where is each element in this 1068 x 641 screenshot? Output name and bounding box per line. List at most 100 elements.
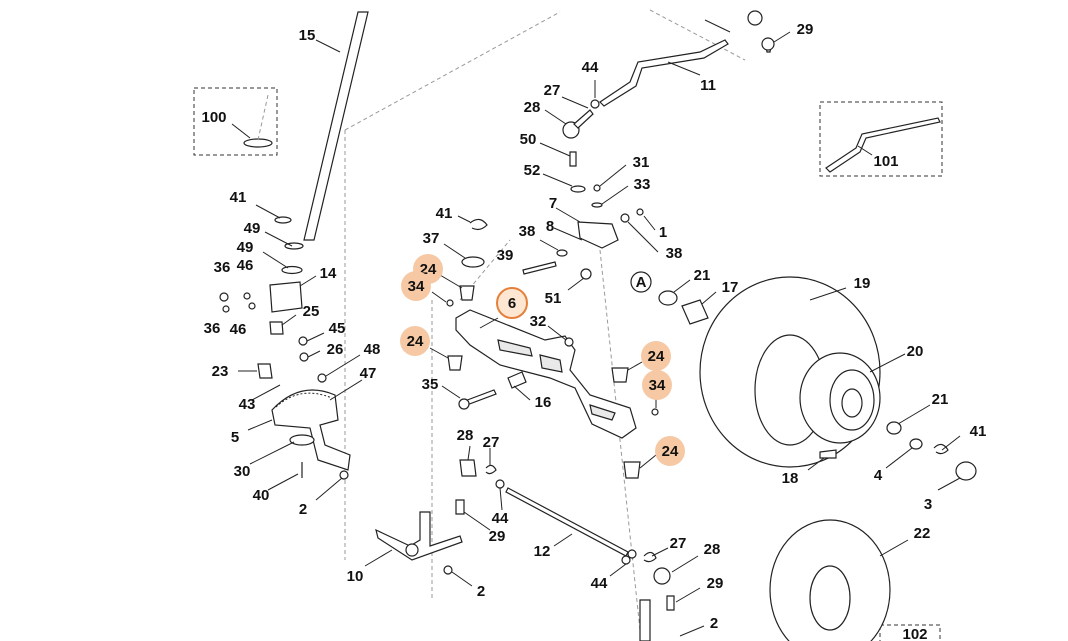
callout-2[interactable]: 2 — [710, 615, 718, 632]
callout-52[interactable]: 52 — [524, 162, 541, 179]
callout-6[interactable]: 6 — [496, 287, 528, 319]
callout-40[interactable]: 40 — [253, 487, 270, 504]
callout-22[interactable]: 22 — [914, 525, 931, 542]
callout-45[interactable]: 45 — [329, 320, 346, 337]
callout-20[interactable]: 20 — [907, 343, 924, 360]
callout-50[interactable]: 50 — [520, 131, 537, 148]
callout-46[interactable]: 46 — [230, 321, 247, 338]
part-100-detail — [231, 94, 273, 148]
callout-18[interactable]: 18 — [782, 470, 799, 487]
callout-47[interactable]: 47 — [360, 365, 377, 382]
callout-28[interactable]: 28 — [524, 99, 541, 116]
callout-24[interactable]: 24 — [400, 326, 430, 356]
callout-14[interactable]: 14 — [320, 265, 337, 282]
callout-24[interactable]: 24 — [655, 436, 685, 466]
callout-24[interactable]: 24 — [641, 341, 671, 371]
callout-49[interactable]: 49 — [244, 220, 261, 237]
callout-2[interactable]: 2 — [477, 583, 485, 600]
marker-a: A — [630, 271, 652, 293]
callout-number: 23 — [212, 363, 229, 380]
callout-46[interactable]: 46 — [237, 257, 254, 274]
callout-49[interactable]: 49 — [237, 239, 254, 256]
callout-36[interactable]: 36 — [204, 320, 221, 337]
callout-number: 29 — [489, 528, 506, 545]
callout-4[interactable]: 4 — [874, 467, 883, 484]
callout-highlight — [400, 326, 430, 356]
callout-number: 40 — [253, 487, 270, 504]
callout-31[interactable]: 31 — [633, 154, 650, 171]
front-axle — [455, 309, 637, 439]
callout-number: 45 — [329, 320, 346, 337]
callout-33[interactable]: 33 — [634, 176, 651, 193]
rear-wheel-assembly — [699, 276, 977, 491]
callout-27[interactable]: 27 — [544, 82, 561, 99]
callout-43[interactable]: 43 — [239, 396, 256, 413]
callout-5[interactable]: 5 — [231, 429, 239, 446]
callout-highlight — [496, 287, 528, 319]
callout-21[interactable]: 21 — [932, 391, 949, 408]
callout-number: 34 — [649, 377, 666, 394]
callout-number: 33 — [634, 176, 651, 193]
callout-41[interactable]: 41 — [970, 423, 987, 440]
callout-number: 29 — [797, 21, 814, 38]
callout-38[interactable]: 38 — [519, 223, 536, 240]
callout-101[interactable]: 101 — [873, 153, 898, 170]
callout-102[interactable]: 102 — [902, 626, 927, 641]
callout-number: 18 — [782, 470, 799, 487]
callout-41[interactable]: 41 — [436, 205, 453, 222]
callout-32[interactable]: 32 — [530, 313, 547, 330]
callout-number: 3 — [924, 496, 932, 513]
callout-35[interactable]: 35 — [422, 376, 439, 393]
callout-48[interactable]: 48 — [364, 341, 381, 358]
callout-12[interactable]: 12 — [534, 543, 551, 560]
callout-38[interactable]: 38 — [666, 245, 683, 262]
callout-51[interactable]: 51 — [545, 290, 562, 307]
callout-19[interactable]: 19 — [854, 275, 871, 292]
callout-30[interactable]: 30 — [234, 463, 251, 480]
callout-44[interactable]: 44 — [492, 510, 509, 527]
callout-44[interactable]: 44 — [582, 59, 599, 76]
callout-8[interactable]: 8 — [546, 218, 554, 235]
callout-34[interactable]: 34 — [642, 370, 672, 400]
callout-28[interactable]: 28 — [457, 427, 474, 444]
callout-15[interactable]: 15 — [299, 27, 316, 44]
bushings — [429, 274, 659, 479]
callout-23[interactable]: 23 — [212, 363, 229, 380]
detail-box-100 — [193, 87, 278, 156]
callout-21[interactable]: 21 — [694, 267, 711, 284]
callout-29[interactable]: 29 — [797, 21, 814, 38]
callout-27[interactable]: 27 — [483, 434, 500, 451]
tie-rod-end-right — [609, 547, 705, 641]
tie-rod-end-upper — [539, 96, 594, 193]
callout-25[interactable]: 25 — [303, 303, 320, 320]
callout-11[interactable]: 11 — [700, 77, 716, 94]
callout-44[interactable]: 44 — [591, 575, 608, 592]
callout-16[interactable]: 16 — [535, 394, 552, 411]
callout-34[interactable]: 34 — [401, 271, 431, 301]
callout-41[interactable]: 41 — [230, 189, 247, 206]
callout-number: 44 — [492, 510, 509, 527]
callout-10[interactable]: 10 — [347, 568, 364, 585]
callout-39[interactable]: 39 — [497, 247, 514, 264]
callout-29[interactable]: 29 — [489, 528, 506, 545]
callout-number: 44 — [591, 575, 608, 592]
callout-number: 17 — [722, 279, 739, 296]
callout-26[interactable]: 26 — [327, 341, 344, 358]
callout-29[interactable]: 29 — [707, 575, 724, 592]
callout-number: 27 — [544, 82, 561, 99]
callout-3[interactable]: 3 — [924, 496, 932, 513]
callout-7[interactable]: 7 — [549, 195, 557, 212]
callout-36[interactable]: 36 — [214, 259, 231, 276]
callout-27[interactable]: 27 — [670, 535, 687, 552]
callout-1[interactable]: 1 — [659, 224, 667, 241]
callout-number: 35 — [422, 376, 439, 393]
callout-28[interactable]: 28 — [704, 541, 721, 558]
callout-100[interactable]: 100 — [201, 109, 226, 126]
callout-number: 39 — [497, 247, 514, 264]
callout-17[interactable]: 17 — [722, 279, 739, 296]
callout-number: 48 — [364, 341, 381, 358]
bolt-39 — [522, 239, 585, 291]
callout-37[interactable]: 37 — [423, 230, 440, 247]
callout-2[interactable]: 2 — [299, 501, 307, 518]
